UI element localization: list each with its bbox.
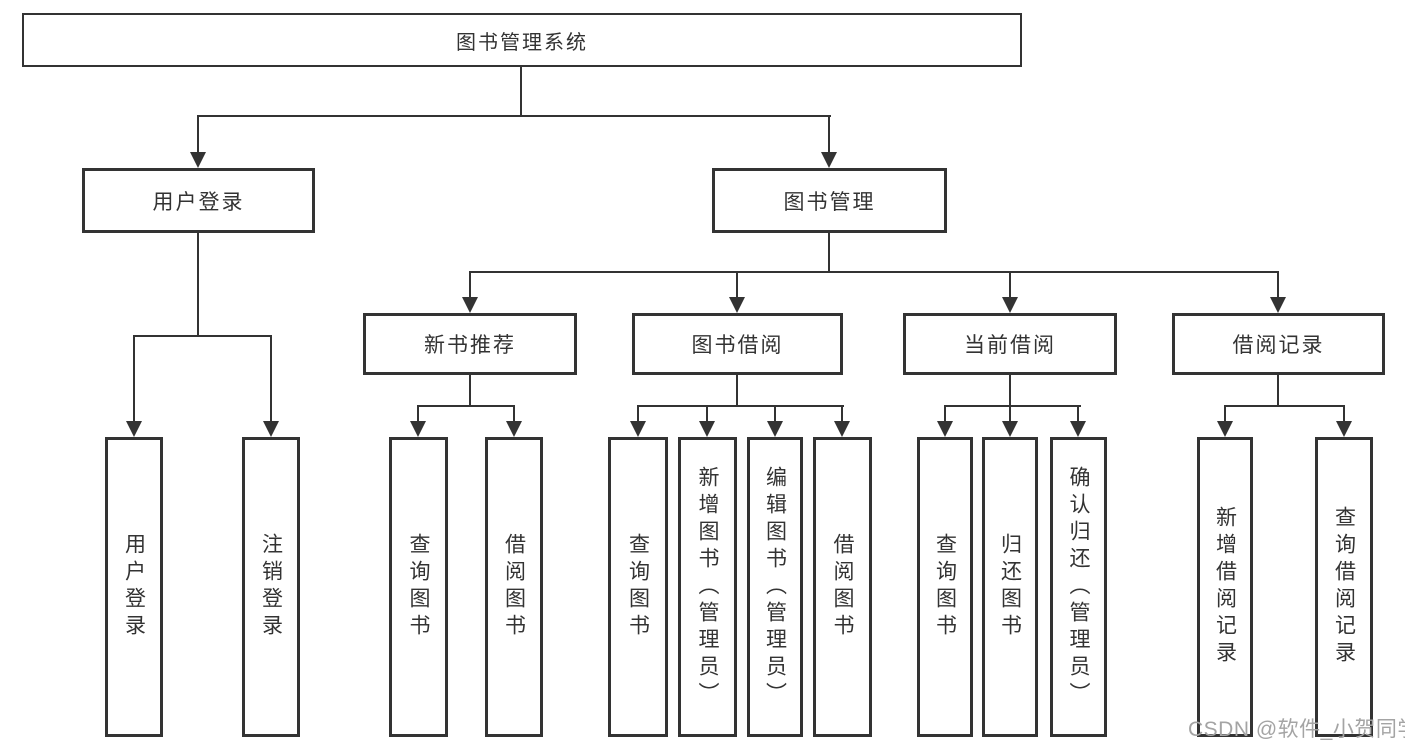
connector-line xyxy=(736,271,738,299)
leaf-bb-add-label: 新增图书（管理员） xyxy=(696,465,720,709)
connector-line xyxy=(1009,405,1011,423)
node-book-mgmt: 图书管理 xyxy=(712,168,947,233)
connector-arrow-down-icon xyxy=(126,421,142,437)
leaf-cb-confirm-label: 确认归还（管理员） xyxy=(1067,465,1091,709)
leaf-cb-return: 归还图书 xyxy=(982,437,1038,737)
node-book-borrow: 图书借阅 xyxy=(632,313,843,375)
node-root-label: 图书管理系统 xyxy=(456,31,588,54)
connector-line xyxy=(469,375,471,406)
leaf-bb-edit: 编辑图书（管理员） xyxy=(747,437,803,737)
connector-line xyxy=(197,233,199,335)
connector-arrow-down-icon xyxy=(1336,421,1352,437)
node-user-login-label: 用户登录 xyxy=(152,190,245,214)
node-current-borrow: 当前借阅 xyxy=(903,313,1117,375)
connector-arrow-down-icon xyxy=(1002,421,1018,437)
connector-line xyxy=(828,115,830,153)
connector-arrow-down-icon xyxy=(190,152,206,168)
leaf-rec-query: 查询图书 xyxy=(389,437,448,737)
leaf-rec-borrow: 借阅图书 xyxy=(485,437,543,737)
connector-line xyxy=(197,115,831,117)
connector-arrow-down-icon xyxy=(1217,421,1233,437)
connector-line xyxy=(417,405,419,423)
connector-line xyxy=(1009,271,1011,299)
node-borrow-records: 借阅记录 xyxy=(1172,313,1385,375)
leaf-cb-confirm: 确认归还（管理员） xyxy=(1050,437,1107,737)
connector-arrow-down-icon xyxy=(1002,297,1018,313)
connector-line xyxy=(133,335,272,337)
connector-arrow-down-icon xyxy=(1270,297,1286,313)
leaf-rec-borrow-label: 借阅图书 xyxy=(502,533,526,641)
connector-line xyxy=(637,405,844,407)
leaf-cb-query-label: 查询图书 xyxy=(933,533,957,641)
leaf-br-query: 查询借阅记录 xyxy=(1315,437,1373,737)
node-new-book-rec: 新书推荐 xyxy=(363,313,577,375)
leaf-bb-query-label: 查询图书 xyxy=(626,533,650,641)
connector-line xyxy=(1277,271,1279,299)
csdn-watermark: CSDN @软件_小贺同学 xyxy=(1188,718,1405,741)
connector-line xyxy=(520,67,522,115)
connector-line xyxy=(1077,405,1079,423)
node-book-borrow-label: 图书借阅 xyxy=(691,334,784,357)
connector-arrow-down-icon xyxy=(834,421,850,437)
connector-arrow-down-icon xyxy=(821,152,837,168)
node-borrow-records-label: 借阅记录 xyxy=(1232,334,1325,357)
connector-line xyxy=(133,335,135,423)
connector-line xyxy=(944,405,946,423)
connector-line xyxy=(841,405,843,423)
connector-arrow-down-icon xyxy=(462,297,478,313)
leaf-bb-add: 新增图书（管理员） xyxy=(678,437,737,737)
connector-arrow-down-icon xyxy=(937,421,953,437)
connector-arrow-down-icon xyxy=(263,421,279,437)
connector-line xyxy=(774,405,776,423)
connector-line xyxy=(270,335,272,423)
leaf-user-login: 用户登录 xyxy=(105,437,163,737)
leaf-logout-label: 注销登录 xyxy=(259,533,283,641)
leaf-bb-borrow-label: 借阅图书 xyxy=(831,533,855,641)
connector-line xyxy=(1277,375,1279,406)
connector-line xyxy=(736,375,738,406)
connector-arrow-down-icon xyxy=(630,421,646,437)
connector-arrow-down-icon xyxy=(1070,421,1086,437)
leaf-br-query-label: 查询借阅记录 xyxy=(1332,506,1356,668)
connector-line xyxy=(944,405,1081,407)
connector-arrow-down-icon xyxy=(767,421,783,437)
connector-line xyxy=(637,405,639,423)
connector-line xyxy=(197,115,199,153)
connector-arrow-down-icon xyxy=(410,421,426,437)
connector-arrow-down-icon xyxy=(506,421,522,437)
node-new-book-rec-label: 新书推荐 xyxy=(424,334,516,357)
node-book-mgmt-label: 图书管理 xyxy=(783,190,876,214)
leaf-user-login-label: 用户登录 xyxy=(122,533,146,641)
connector-line xyxy=(417,405,514,407)
connector-line xyxy=(1343,405,1345,423)
leaf-bb-query: 查询图书 xyxy=(608,437,668,737)
connector-line xyxy=(1224,405,1345,407)
node-current-borrow-label: 当前借阅 xyxy=(964,334,1056,357)
leaf-logout: 注销登录 xyxy=(242,437,300,737)
connector-line xyxy=(513,405,515,423)
leaf-cb-query: 查询图书 xyxy=(917,437,973,737)
connector-line xyxy=(469,271,1279,273)
connector-line xyxy=(469,271,471,299)
leaf-cb-return-label: 归还图书 xyxy=(998,533,1022,641)
connector-arrow-down-icon xyxy=(699,421,715,437)
leaf-bb-borrow: 借阅图书 xyxy=(813,437,872,737)
leaf-br-add-label: 新增借阅记录 xyxy=(1213,506,1237,668)
leaf-br-add: 新增借阅记录 xyxy=(1197,437,1253,737)
connector-line xyxy=(1224,405,1226,423)
leaf-bb-edit-label: 编辑图书（管理员） xyxy=(763,465,787,709)
connector-line xyxy=(1009,375,1011,406)
connector-line xyxy=(706,405,708,423)
leaf-rec-query-label: 查询图书 xyxy=(407,533,431,641)
connector-line xyxy=(828,233,830,271)
node-root: 图书管理系统 xyxy=(22,13,1022,67)
connector-arrow-down-icon xyxy=(729,297,745,313)
node-user-login: 用户登录 xyxy=(82,168,315,233)
